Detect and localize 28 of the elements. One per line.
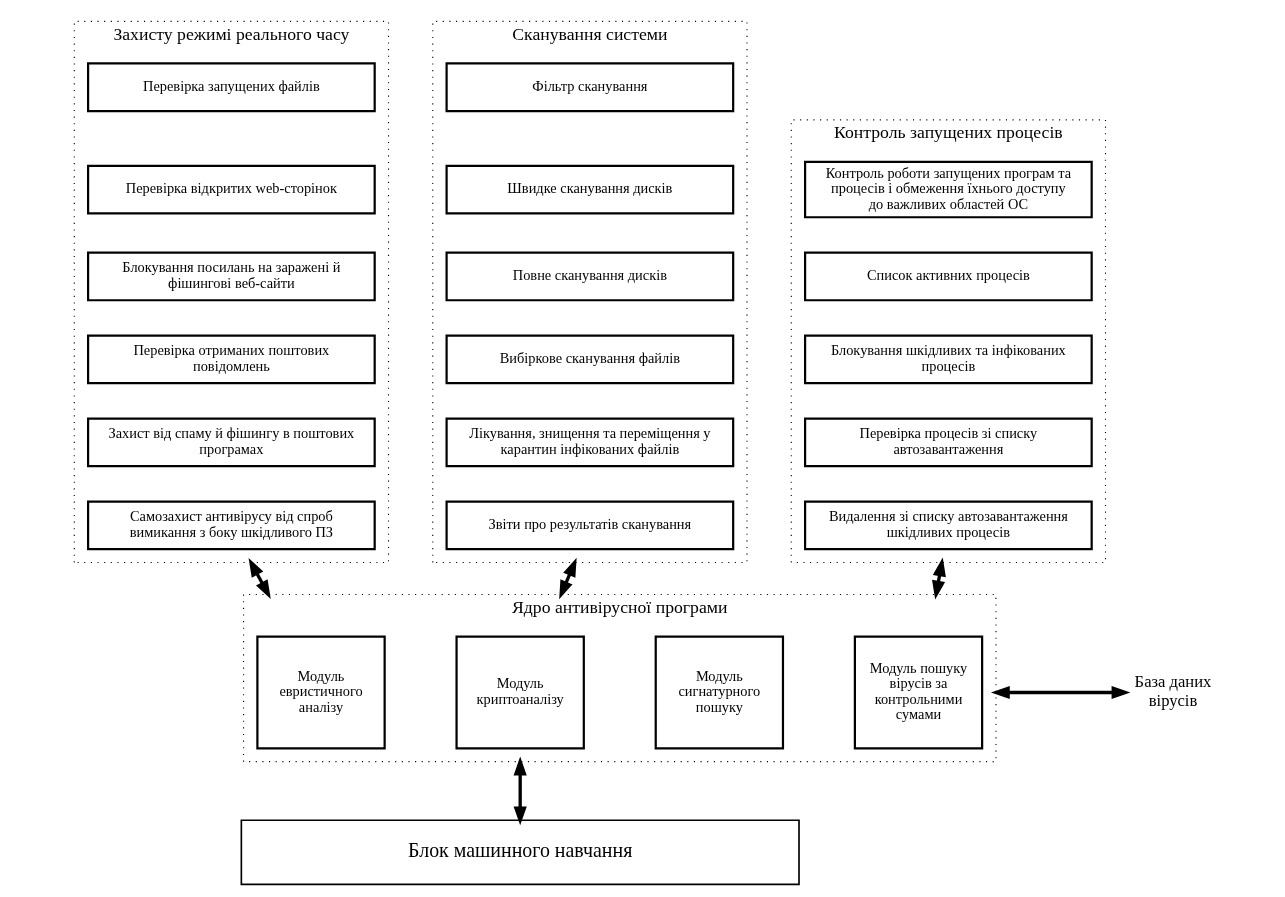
node-box: Блок машинного навчання	[240, 819, 800, 886]
node-box: Фільтр сканування	[445, 62, 734, 113]
node-box: Перевірка процесів зі списку автозавантаження	[803, 417, 1093, 468]
node-box: Перевірка відкритих web-сторінок	[86, 164, 376, 215]
node-box: Видалення зі списку автозавантаження шкідливих процесів	[803, 500, 1093, 551]
node-box: Контроль роботи запущених програм та процесів і обмеження їхнього доступу до важливих областей ОС	[803, 160, 1093, 219]
arrow	[990, 685, 1130, 700]
node-box: Захист від спаму й фішингу в поштових програмах	[86, 417, 376, 468]
node-box: Список активних процесів	[803, 251, 1093, 302]
arrow	[513, 756, 527, 826]
node-box: Модуль пошуку вірусів за контрольними сумами	[853, 635, 983, 750]
node-box: Перевірка запущених файлів	[86, 62, 376, 113]
node-box: Модуль сигнатурного пошуку	[654, 635, 784, 750]
node-box: Самозахист антивірусу від спроб вимикання з боку шкідливого ПЗ	[86, 500, 376, 551]
node-box: Лікування, знищення та переміщення у карантин інфікованих файлів	[445, 417, 734, 468]
arrow	[931, 557, 946, 600]
node-box: Блокування посилань на заражені й фішингові веб-сайти	[86, 251, 376, 302]
node-box: Перевірка отриманих поштових повідомлень	[86, 334, 376, 385]
node-box: Швидке сканування дисків	[445, 164, 734, 215]
node-box: Модуль криптоаналізу	[454, 635, 585, 750]
node-text: База даних вірусів	[1134, 671, 1211, 710]
node-box: Блокування шкідливих та інфікованих процесів	[803, 334, 1093, 385]
node-box: Звіти про результатів сканування	[445, 500, 734, 551]
node-box: Модуль евристичного аналізу	[255, 635, 386, 750]
arrow	[558, 557, 577, 600]
arrow	[248, 558, 271, 599]
node-box: Повне сканування дисків	[445, 251, 734, 302]
node-box: Вибіркове сканування файлів	[445, 334, 734, 385]
